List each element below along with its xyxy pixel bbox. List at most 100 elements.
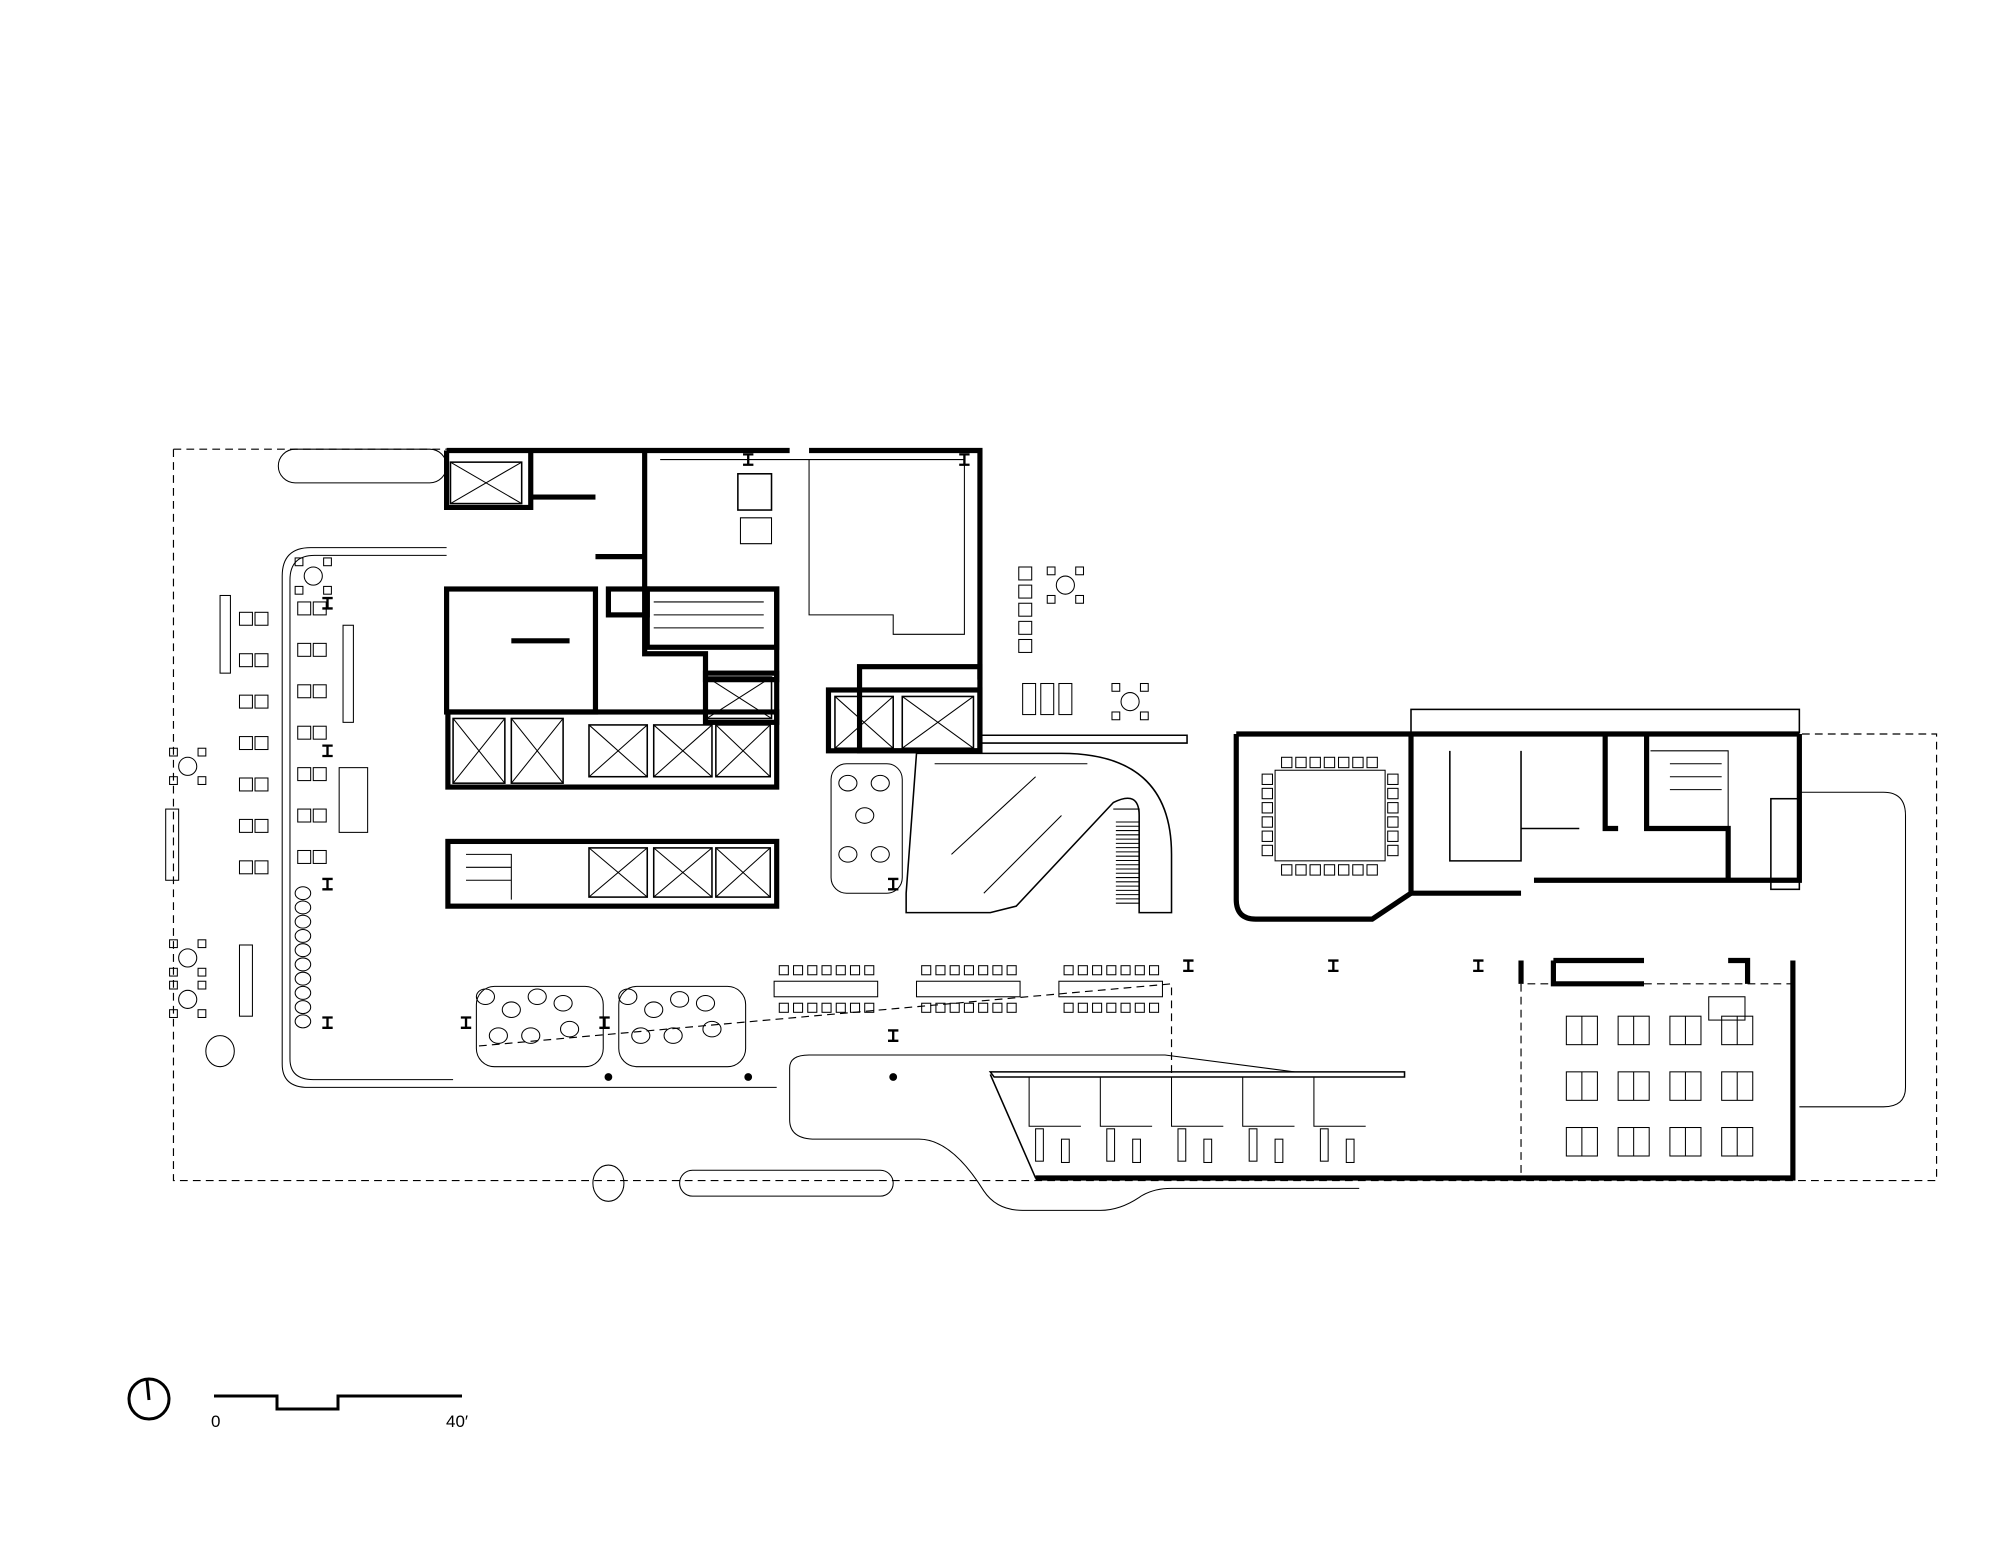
- planter-pot: [294, 900, 312, 915]
- chair: [1075, 594, 1085, 604]
- chair: [297, 767, 312, 782]
- chair: [254, 860, 269, 875]
- planter-pot: [294, 1014, 312, 1029]
- column: [1183, 959, 1194, 973]
- lounge-chair: [870, 774, 890, 792]
- chair: [169, 939, 178, 949]
- lounge-chair: [488, 1027, 508, 1044]
- chair: [835, 965, 846, 976]
- lounge-chair: [560, 1020, 580, 1038]
- round-table: [303, 566, 323, 586]
- chair: [1387, 816, 1399, 828]
- desk: [1274, 1138, 1284, 1163]
- counter: [1708, 996, 1746, 1021]
- round-column: [744, 1073, 753, 1081]
- elevator-car: [901, 695, 975, 750]
- chair: [1111, 711, 1121, 721]
- chair: [238, 860, 253, 875]
- column: [959, 453, 970, 466]
- column: [322, 596, 333, 610]
- chair: [312, 725, 327, 740]
- elevator-car: [715, 847, 772, 898]
- chair: [1323, 756, 1336, 769]
- feature-stair: [905, 752, 1173, 914]
- chair: [1148, 1002, 1160, 1013]
- chair: [978, 1002, 989, 1013]
- table: [1022, 682, 1037, 716]
- planter-pot: [294, 886, 312, 901]
- elevator-cross: [715, 724, 771, 778]
- chair: [197, 980, 207, 990]
- chair: [1046, 566, 1056, 576]
- column: [599, 1016, 610, 1030]
- chair: [1006, 1002, 1017, 1013]
- chair: [197, 747, 207, 757]
- chair: [978, 965, 989, 976]
- north-arrow-icon: [127, 1377, 171, 1421]
- tree: [205, 1035, 235, 1068]
- chair: [297, 642, 312, 657]
- chair: [1352, 756, 1364, 769]
- chair: [1337, 864, 1350, 876]
- chair: [312, 849, 327, 864]
- east-building: [979, 708, 1802, 922]
- chair: [835, 1002, 846, 1013]
- chair: [849, 1002, 861, 1013]
- chair: [254, 611, 269, 626]
- desk: [1345, 1138, 1355, 1163]
- site-boundary: [172, 448, 1938, 1182]
- elevator-cross: [653, 847, 713, 898]
- elevator-car: [588, 847, 649, 898]
- tree: [592, 1164, 625, 1202]
- chair: [323, 585, 332, 595]
- chair: [294, 557, 304, 567]
- planter-pot: [294, 1000, 312, 1015]
- long-table: [1058, 980, 1163, 998]
- elevator-cross: [706, 676, 772, 719]
- round-table: [1055, 575, 1075, 595]
- chair: [1134, 1002, 1145, 1013]
- lounge-chair: [644, 1001, 664, 1019]
- lounge-chair: [631, 1027, 651, 1044]
- bench: [165, 808, 180, 881]
- round-table: [178, 948, 198, 968]
- chair: [254, 736, 269, 751]
- chair: [807, 965, 818, 976]
- chair: [1139, 682, 1149, 692]
- elevator-car: [715, 724, 772, 778]
- desk: [1177, 1128, 1187, 1162]
- south-wing: [988, 791, 1907, 1181]
- chair: [1046, 594, 1056, 604]
- chair: [821, 1002, 832, 1013]
- chair: [1323, 864, 1336, 876]
- elevator-cross: [653, 724, 713, 778]
- chair: [921, 1002, 932, 1013]
- chair: [1352, 864, 1364, 876]
- chair: [1387, 844, 1399, 857]
- long-table: [338, 767, 369, 833]
- chair: [312, 808, 327, 823]
- desk: [1035, 1128, 1044, 1162]
- chair: [254, 818, 269, 833]
- lounge-chair: [663, 1027, 683, 1044]
- elevator-cross: [450, 461, 522, 505]
- chair: [778, 1002, 789, 1013]
- chair: [864, 1002, 875, 1013]
- furniture: [165, 557, 1754, 1163]
- chair: [1092, 1002, 1103, 1013]
- lounge-chair: [855, 807, 875, 824]
- chair: [1261, 830, 1274, 842]
- elevator-car: [652, 847, 713, 898]
- round-column: [604, 1073, 613, 1081]
- chair: [254, 653, 269, 668]
- chair: [1018, 584, 1033, 599]
- chair: [169, 1009, 178, 1019]
- chair: [778, 965, 789, 976]
- chair: [1387, 773, 1399, 785]
- lounge-chair: [521, 1027, 541, 1044]
- chair: [1261, 802, 1274, 814]
- lounge-chair: [695, 994, 716, 1012]
- chair: [1106, 1002, 1117, 1013]
- chair: [1018, 638, 1033, 653]
- chair: [949, 965, 960, 976]
